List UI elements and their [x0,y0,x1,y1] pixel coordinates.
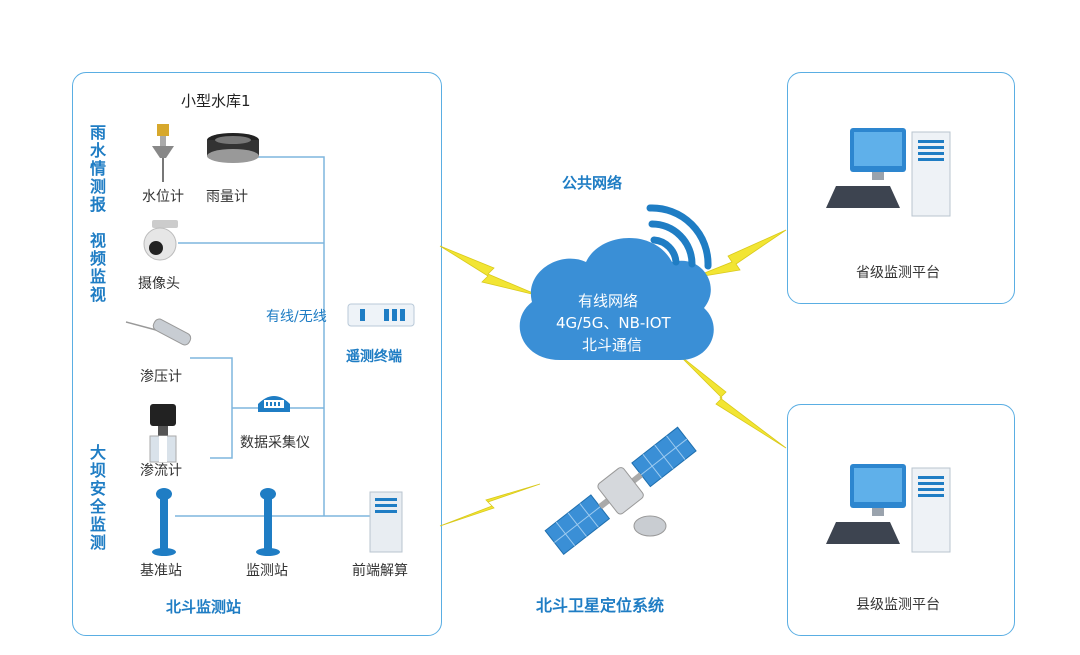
rain-gauge-label: 雨量计 [206,189,248,205]
satellite-icon [544,426,697,556]
monitor-station-icon [256,488,280,556]
section-rain-label: 雨水情测报 [87,124,106,214]
connection-lines [175,156,370,517]
cloud-line-2: 4G/5G、NB-IOT [556,314,671,332]
beidou-station-label: 北斗监测站 [166,598,242,616]
section-dam-label: 大坝安全监测 [87,444,106,552]
province-platform-label: 省级监测平台 [856,265,940,281]
piezometer-label: 渗压计 [140,369,182,385]
data-logger-label: 数据采集仪 [240,435,310,451]
rtu-terminal-icon [347,303,415,327]
province-computer-icon [826,128,951,217]
cloud-line-3: 北斗通信 [582,336,643,354]
base-station-icon [152,488,176,556]
water-level-label: 水位计 [142,189,184,205]
seepage-meter-icon [149,404,177,463]
data-logger-icon [258,396,290,412]
link-label: 有线/无线 [266,309,327,325]
monitor-station-label: 监测站 [246,563,288,579]
seepage-meter-label: 渗流计 [140,463,182,479]
wifi-icon [646,204,712,270]
county-platform-label: 县级监测平台 [856,597,940,613]
wireless-links [439,229,787,527]
county-platform-panel [787,404,1015,636]
section-video-label: 视频监视 [87,232,106,304]
rtu-label: 遥测终端 [346,349,402,365]
camera-label: 摄像头 [138,276,180,292]
front-solver-server-icon [369,491,403,553]
rain-gauge-icon [207,133,259,163]
front-solver-label: 前端解算 [352,563,408,579]
cloud-icon [519,237,714,360]
water-level-gauge-icon [152,124,174,182]
piezometer-icon [125,318,192,346]
county-computer-icon [826,464,951,553]
cloud-line-1: 有线网络 [578,292,639,310]
satellite-system-label: 北斗卫星定位系统 [536,596,665,615]
base-station-label: 基准站 [140,563,182,579]
reservoir-title: 小型水库1 [181,92,251,110]
province-platform-panel [787,72,1015,304]
public-network-label: 公共网络 [562,174,623,192]
ptz-camera-icon [143,220,178,261]
